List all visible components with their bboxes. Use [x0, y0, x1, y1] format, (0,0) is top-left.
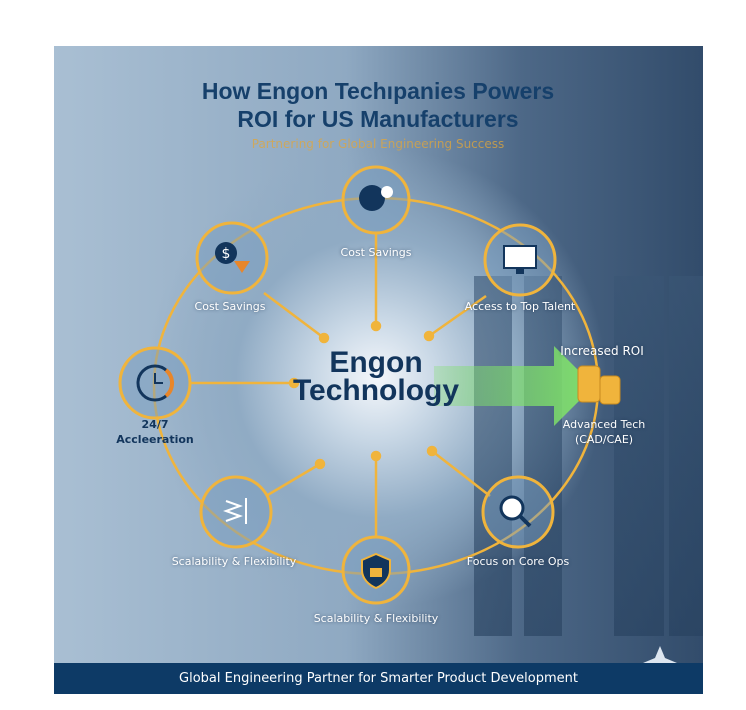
node-left-label-1: 24/7	[141, 418, 169, 431]
head-gears-icon	[359, 185, 393, 211]
monitor-blueprint-icon	[503, 245, 537, 274]
node-bottom-left-label: Scalability & Flexibility	[171, 555, 297, 568]
node-right-label-2: (CAD/CAE)	[574, 433, 634, 446]
network-diagram: $	[118, 165, 677, 680]
growth-arrow	[434, 346, 594, 426]
server-rack	[524, 276, 562, 636]
center-title-line-2: Technology	[292, 374, 460, 407]
server-rack	[474, 276, 512, 636]
center-title-line-1: Engon	[329, 346, 423, 379]
node-left-label-2: Accleeration	[116, 433, 194, 446]
infographic: $ How Engon Techıpanies Powers ROI for U…	[54, 46, 703, 694]
footer-banner: Global Engineering Partner for Smarter P…	[54, 663, 703, 694]
svg-text:$: $	[222, 246, 231, 262]
subtitle: Partnering for Global Engineering Succes…	[251, 137, 505, 151]
node-top-label: Cost Savings	[340, 246, 412, 259]
dollar-down-icon: $	[215, 242, 250, 273]
title-line-1: How Engon Techıpanies Powers	[201, 78, 555, 104]
node-right-top-label: Increased ROI	[560, 344, 644, 358]
spring-arrows-icon	[223, 498, 247, 524]
node-right-label-1: Advanced Tech	[562, 418, 646, 431]
magnifier-chat-icon	[499, 495, 532, 528]
node-bottom-label: Scalability & Flexibility	[313, 612, 439, 625]
shield-lock-icon	[361, 552, 391, 590]
node-top-left-label: Cost Savings	[194, 300, 266, 313]
connector-lines	[190, 233, 491, 536]
node-bottom-right-label: Focus on Core Ops	[466, 555, 570, 568]
node-top-right-label: Access to Top Talent	[464, 300, 576, 313]
clock-icon	[136, 364, 174, 402]
node-bottom-left-circle	[199, 475, 273, 549]
server-rack	[669, 276, 703, 636]
server-rack	[614, 276, 664, 636]
coins-icon	[577, 365, 621, 405]
title-line-2: ROI for US Manufacturers	[237, 106, 519, 132]
